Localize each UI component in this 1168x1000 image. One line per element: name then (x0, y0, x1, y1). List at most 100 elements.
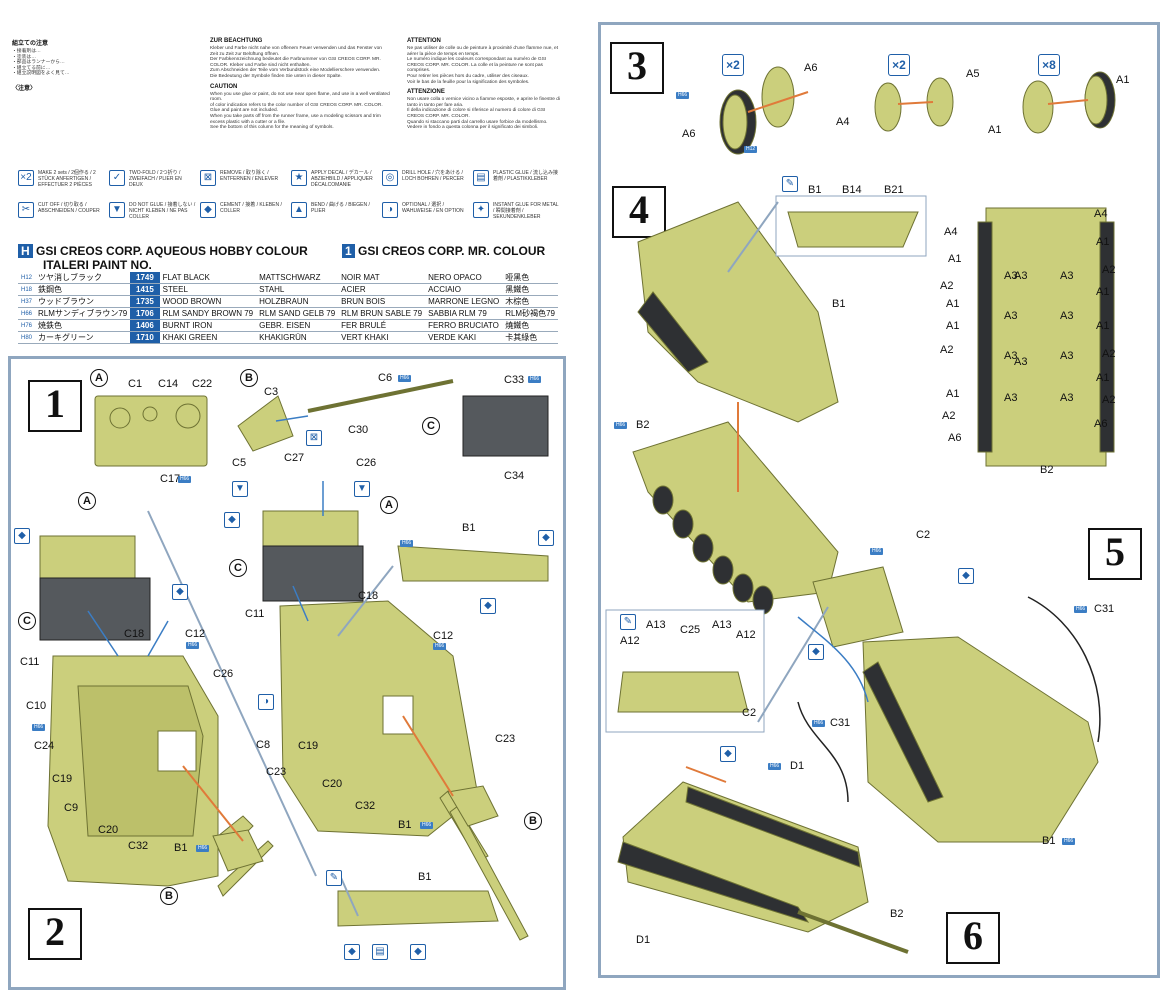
underside-part-label: A6 (948, 432, 962, 444)
en-notes-title: CAUTION (210, 83, 238, 90)
step-number-5: 5 (1088, 528, 1142, 580)
underside-part-label: A1 (1096, 320, 1110, 332)
multiplier-badge: ×2 (888, 54, 910, 76)
runner-a-marker: A (90, 369, 108, 387)
inset-label: A12 (620, 635, 640, 647)
step-number-1: 1 (28, 380, 82, 432)
inset-label: A13 (712, 619, 732, 631)
paint-cell-fr: FER BRULÉ (338, 319, 426, 332)
underside-part-label: A3 (1014, 356, 1028, 368)
paint-cell-fr: ACIER (338, 283, 426, 296)
part-label: A5 (966, 68, 980, 80)
cement-icon: ◆ (720, 746, 736, 762)
paint-cell-jp: RLMサンディブラウン79 (35, 307, 131, 320)
paint-cell-code: 1710 (130, 331, 160, 344)
paint-cell-cn: RLM砂褐色79 (502, 307, 558, 320)
part-label: C18 (124, 628, 145, 640)
en-note: When you use glue or paint, do not use n… (210, 91, 390, 103)
symbol-text: TWO-FOLD / 2つ折り / ZWEIFACH / PLIER EN DE… (129, 170, 182, 188)
part-label: C6 (378, 372, 393, 384)
paint-cell-fr: RLM BRUN SABLE 79 (338, 307, 426, 320)
underside-part-label: A2 (1102, 394, 1116, 406)
jp-note: ・部品はランナーから… (12, 60, 65, 66)
part-label: B2 (636, 419, 650, 431)
fr-note: Voir le bas de la feuille pour la signif… (407, 79, 530, 85)
runner-b-marker: B (240, 369, 258, 387)
underside-part-label: A1 (1096, 286, 1110, 298)
part-label: C27 (284, 452, 305, 464)
plastic-glue-icon: ▤ (372, 944, 388, 960)
paint-cell-h: H18 (18, 283, 36, 296)
paint-cell-de: HOLZBRAUN (256, 295, 339, 308)
part-label: A6 (682, 128, 696, 140)
de-note: Zum Abschneiden der Teile vom Verbundstü… (210, 68, 381, 74)
paint-tag: H12 (744, 146, 758, 153)
jp-note: ・接着剤は… (12, 49, 41, 54)
symbol-icon: ✦ (473, 202, 489, 218)
underside-part-label: A2 (940, 344, 954, 356)
paint-cell-h: H37 (18, 295, 36, 308)
part-label: C8 (256, 739, 271, 751)
symbol-text: CEMENT / 接着 / KLEBEN / COLLER (220, 202, 282, 214)
inset-label: C25 (680, 624, 701, 636)
paint-cell-de: GEBR. EISEN (256, 319, 339, 332)
paint-cell-cn: 卡其綠色 (502, 331, 558, 344)
cement-icon: ◆ (14, 528, 30, 544)
optional-icon: ◑ (258, 694, 274, 710)
de-note: Der Farbkennzeichnung bedeutet die Farbn… (210, 57, 381, 68)
it-note: Quando si staccano parti dal carrello us… (407, 119, 548, 125)
part-label: A1 (988, 124, 1002, 136)
symbol-text: OPTIONAL / 選択 / WAHLWEISE / EN OPTION (402, 202, 464, 214)
paint-tag: H66 (614, 422, 628, 429)
symbol-text: PLASTIC GLUE / 流し込み接着剤 / PLASTIKKLEBER (493, 170, 559, 182)
part-label: C18 (358, 590, 379, 602)
remove-icon: ⊠ (306, 430, 322, 446)
symbol-icon: ◆ (200, 202, 216, 218)
part-label: C32 (355, 800, 376, 812)
paint-tag: H66 (196, 845, 210, 852)
part-label: C34 (504, 470, 525, 482)
paint-cell-de: MATTSCHWARZ (256, 272, 339, 284)
cement-icon: ◆ (172, 584, 188, 600)
symbol-icon: ▲ (291, 202, 307, 218)
paint-cell-jp: カーキグリーン (35, 331, 131, 344)
part-label: C23 (495, 733, 516, 745)
part-label: C17 (160, 473, 181, 485)
part-label: C19 (52, 773, 73, 785)
runner-b-marker: B (160, 887, 178, 905)
part-label: C9 (64, 802, 79, 814)
part-label: C19 (298, 740, 319, 752)
symbol-text: APPLY DECAL / デカール / ABZIEHBILD / APPLIQ… (311, 170, 373, 188)
paint-tag: H66 (1062, 838, 1076, 845)
paint-brush-icon: ✎ (620, 614, 636, 630)
fr-notes-title: ATTENTION (407, 38, 441, 44)
part-label: C22 (192, 378, 213, 390)
inset-label: B1 (418, 871, 432, 883)
paint-tag: H66 (400, 540, 414, 547)
paint-cell-h: H80 (18, 331, 36, 344)
step-number-4: 4 (612, 186, 666, 238)
underside-part-label: A1 (1096, 372, 1110, 384)
part-label: C1 (128, 378, 143, 390)
cement-icon: ◆ (344, 944, 360, 960)
jp-note: ・組立てる前に… (12, 65, 51, 71)
paint-cell-it: SABBIA RLM 79 (425, 307, 503, 320)
steps-3-6-drawing (605, 66, 1116, 954)
paint-tag: H66 (1074, 606, 1088, 613)
jp-notes: 組立ての注意 ・接着剤は… ・塗装は… ・部品はランナーから… ・組立てる前に…… (12, 38, 197, 94)
symbol-text: DRILL HOLE / 穴をあける / LOCH BOHREN / PERCE… (402, 170, 464, 182)
part-label: A6 (804, 62, 818, 74)
paint-brush-icon: ✎ (326, 870, 342, 886)
part-label: C12 (433, 630, 454, 642)
underside-part-label: A2 (1102, 348, 1116, 360)
runner-c-marker: C (422, 417, 440, 435)
part-label: C14 (158, 378, 179, 390)
paint-cell-en: KHAKI GREEN (159, 331, 257, 344)
paint-tag: H66 (768, 763, 782, 770)
paint-cell-jp: 焼鉄色 (35, 319, 131, 332)
paint-cell-jp: ツヤ消しブラック (35, 272, 131, 284)
